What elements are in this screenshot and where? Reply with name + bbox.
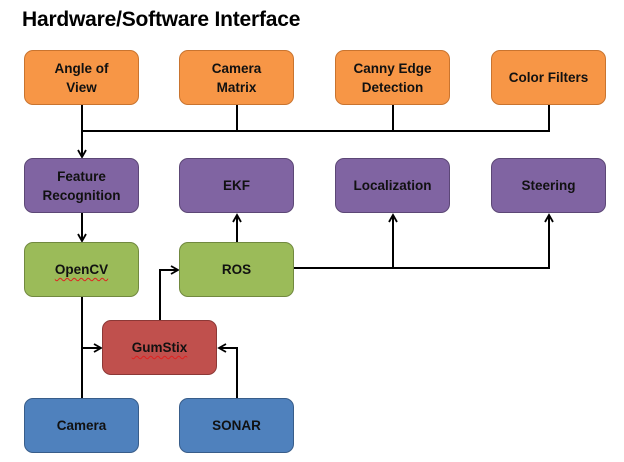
node-label: ROS — [221, 262, 252, 277]
node-camera[interactable]: Camera — [24, 398, 139, 453]
node-ros[interactable]: ROS — [179, 242, 294, 297]
arrow-sonar-to-gumstix — [217, 343, 238, 398]
arrow-gumstix-to-ros — [159, 265, 180, 320]
node-sonar[interactable]: SONAR — [179, 398, 294, 453]
node-label: GumStix — [131, 340, 188, 355]
node-label: Localization — [353, 178, 432, 193]
node-color-filters[interactable]: Color Filters — [491, 50, 606, 105]
node-localization[interactable]: Localization — [335, 158, 450, 213]
node-feature-recognition[interactable]: Feature Recognition — [24, 158, 139, 213]
node-label: Angle of View — [54, 60, 109, 95]
node-angle-of-view[interactable]: Angle of View — [24, 50, 139, 105]
node-label: EKF — [223, 178, 250, 193]
diagram-title: Hardware/Software Interface — [22, 8, 301, 31]
node-gumstix[interactable]: GumStix — [102, 320, 217, 375]
node-label: Camera — [56, 418, 107, 433]
node-camera-matrix[interactable]: Camera Matrix — [179, 50, 294, 105]
node-label: OpenCV — [54, 262, 109, 277]
node-opencv[interactable]: OpenCV — [24, 242, 139, 297]
node-label: Feature Recognition — [42, 168, 121, 203]
node-label: Steering — [521, 178, 576, 193]
node-label: Canny Edge Detection — [353, 60, 432, 95]
node-label: SONAR — [212, 418, 261, 433]
node-ekf[interactable]: EKF — [179, 158, 294, 213]
node-label: Camera Matrix — [211, 60, 262, 95]
node-canny-edge-detection[interactable]: Canny Edge Detection — [335, 50, 450, 105]
node-label: Color Filters — [508, 70, 589, 85]
node-steering[interactable]: Steering — [491, 158, 606, 213]
